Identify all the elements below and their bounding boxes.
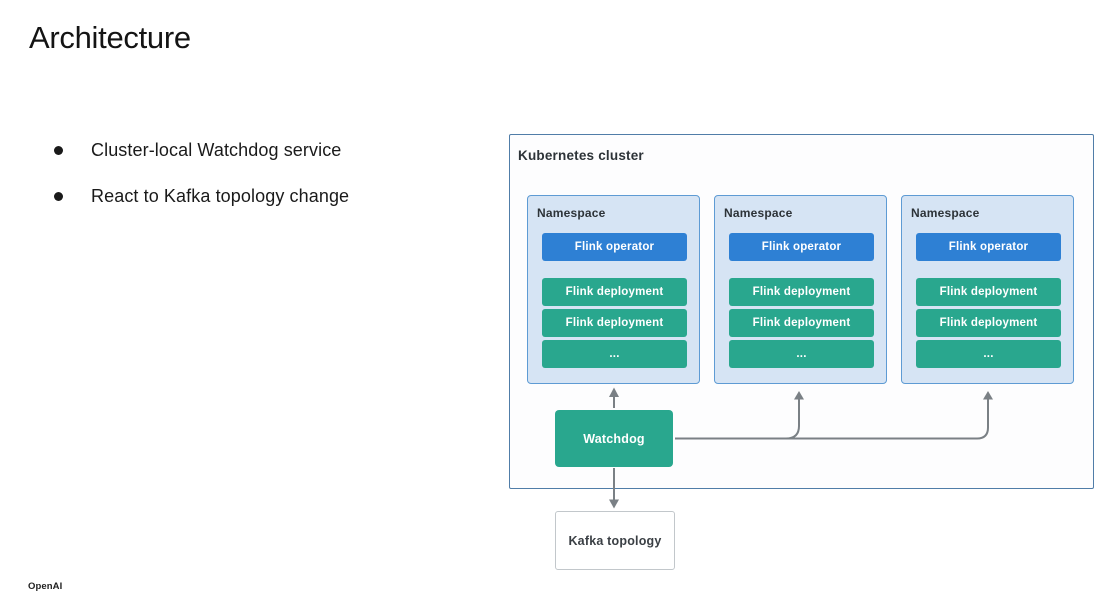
flink-deployment-box: Flink deployment: [729, 309, 874, 337]
more-deployments-box: ...: [916, 340, 1061, 368]
bullet-list: Cluster-local Watchdog service React to …: [48, 127, 349, 219]
flink-deployment-box: Flink deployment: [542, 309, 687, 337]
cluster-label: Kubernetes cluster: [518, 148, 644, 163]
more-deployments-box: ...: [729, 340, 874, 368]
flink-operator-box: Flink operator: [542, 233, 687, 261]
watchdog-box: Watchdog: [555, 410, 673, 467]
flink-operator-box: Flink operator: [729, 233, 874, 261]
page-title: Architecture: [29, 20, 191, 55]
namespace-box-3: Namespace Flink operator Flink deploymen…: [901, 195, 1074, 384]
flink-deployment-box: Flink deployment: [542, 278, 687, 306]
openai-logo: OpenAI: [28, 581, 63, 592]
bullet-dot-icon: [54, 191, 63, 201]
bullet-item: React to Kafka topology change: [48, 173, 349, 219]
bullet-dot-icon: [54, 145, 63, 155]
flink-operator-box: Flink operator: [916, 233, 1061, 261]
namespace-box-2: Namespace Flink operator Flink deploymen…: [714, 195, 887, 384]
namespace-label: Namespace: [724, 206, 793, 220]
more-deployments-box: ...: [542, 340, 687, 368]
bullet-text: React to Kafka topology change: [91, 185, 350, 206]
flink-deployment-box: Flink deployment: [916, 309, 1061, 337]
bullet-text: Cluster-local Watchdog service: [91, 139, 342, 160]
flink-deployment-box: Flink deployment: [729, 278, 874, 306]
namespace-label: Namespace: [911, 206, 980, 220]
kafka-topology-box: Kafka topology: [555, 511, 675, 570]
bullet-item: Cluster-local Watchdog service: [48, 127, 349, 173]
namespace-box-1: Namespace Flink operator Flink deploymen…: [527, 195, 700, 384]
namespace-label: Namespace: [537, 206, 606, 220]
flink-deployment-box: Flink deployment: [916, 278, 1061, 306]
